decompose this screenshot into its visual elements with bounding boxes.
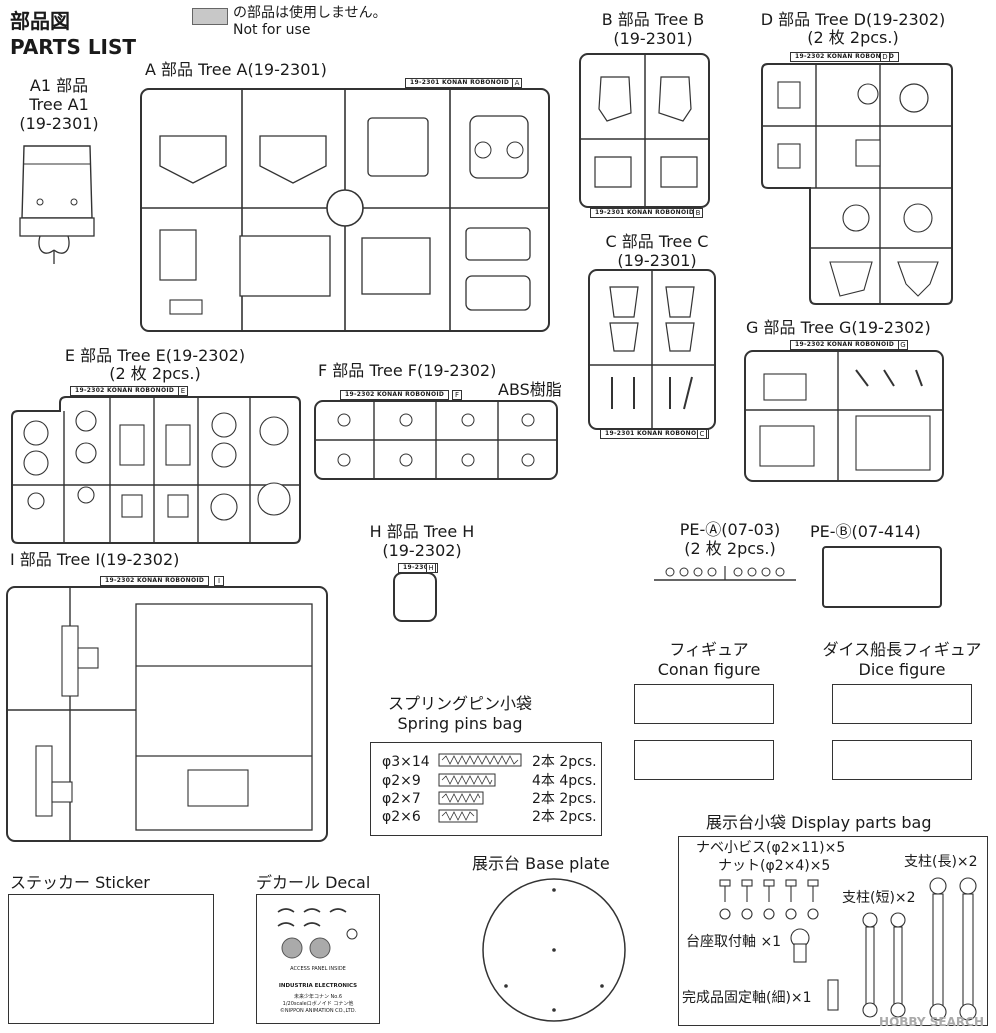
tree-b-label-line1: B 部品 Tree B: [601, 10, 705, 29]
tree-h-label-line1: H 部品 Tree H: [369, 522, 475, 541]
tree-a-label: A 部品 Tree A(19-2301): [145, 60, 327, 79]
tree-a1-label-line2: Tree A1: [29, 95, 89, 114]
tree-b-letter: B: [693, 208, 703, 218]
decal-line2: 1/20scaleロボノイド コナン他: [282, 1001, 354, 1007]
decal-line3: ©NIPPON ANIMATION CO.,LTD.: [279, 1008, 357, 1014]
sticker-label: ステッカー Sticker: [10, 873, 150, 892]
display-bag-screw-label: ナベ小ビス(φ2×11)×5: [696, 840, 846, 856]
tree-c-label-line2: (19-2301): [617, 251, 697, 270]
conan-figure-jp: フィギュア: [669, 640, 749, 659]
legend-jp: の部品は使用しません。: [233, 5, 387, 21]
sticker-box: [8, 894, 214, 1024]
pe-a-label-line1: PE-Ⓐ(07-03): [679, 520, 781, 539]
spring-pins-title-jp: スプリングピン小袋: [387, 694, 532, 713]
tree-e-label-line1: E 部品 Tree E(19-2302): [64, 346, 246, 365]
tree-f-letter: F: [452, 390, 462, 400]
tree-a-letter: A: [512, 78, 522, 88]
tree-h-runner: [393, 572, 437, 622]
tree-h-label-line2: (19-2302): [382, 541, 462, 560]
tree-c-label-line1: C 部品 Tree C: [605, 232, 709, 251]
tree-e-letter: E: [178, 386, 188, 396]
conan-figure-box-1: [634, 684, 774, 724]
tree-d-label-line1: D 部品 Tree D(19-2302): [760, 10, 946, 29]
tree-a-tag: 19-2301 KONAN ROBONOID: [405, 78, 515, 88]
tree-f-sprues: [314, 400, 558, 480]
spring-pin-size-2: φ2×9: [382, 773, 421, 789]
spring-pins-title-en: Spring pins bag: [397, 714, 523, 733]
display-bag-fix-shaft-label: 完成品固定軸(細)×1: [682, 990, 812, 1006]
tree-i-tag: 19-2302 KONAN ROBONOID: [100, 576, 210, 586]
tree-g-label: G 部品 Tree G(19-2302): [746, 318, 931, 337]
tree-d-label-line2: (2 枚 2pcs.): [807, 28, 899, 47]
pe-a-fret: [654, 566, 796, 581]
tree-g-letter: G: [898, 340, 908, 350]
tree-c-letter: C: [697, 429, 707, 439]
display-bag-mount-shaft-label: 台座取付軸 ×1: [686, 934, 782, 950]
spring-pin-size-3: φ2×7: [382, 791, 421, 807]
dice-figure-box-1: [832, 684, 972, 724]
spring-pin-size-4: φ2×6: [382, 809, 421, 825]
tree-a1-label-line3: (19-2301): [19, 114, 99, 133]
conan-figure-en: Conan figure: [657, 660, 761, 679]
tree-a1-label-line1: A1 部品: [29, 76, 89, 95]
dice-figure-en: Dice figure: [858, 660, 946, 679]
tree-f-tag: 19-2302 KONAN ROBONOID: [340, 390, 450, 400]
tree-d-runner: [761, 63, 953, 305]
dice-figure-box-2: [832, 740, 972, 780]
pe-b-label: PE-Ⓑ(07-414): [810, 522, 921, 541]
tree-i-label: I 部品 Tree I(19-2302): [10, 550, 180, 569]
conan-figure-box-2: [634, 740, 774, 780]
spring-pin-qty-1: 2本 2pcs.: [532, 754, 597, 770]
decal-line1: 未来少年コナン No.6: [293, 994, 343, 1000]
tree-b-sprues: [579, 53, 710, 208]
tree-e-label-line2: (2 枚 2pcs.): [109, 364, 201, 383]
decal-brand: INDUSTRIA ELECTRONICS: [278, 983, 358, 989]
tree-i-letter: I: [214, 576, 224, 586]
tree-a1-part: [19, 145, 95, 264]
tree-c-sprues: [588, 269, 716, 430]
pe-b-fret: [822, 546, 942, 608]
base-plate-label: 展示台 Base plate: [472, 854, 610, 873]
tree-e-runner: [11, 396, 301, 544]
tree-c-tag: 19-2301 KONAN ROBONOID: [600, 429, 710, 439]
display-bag-title: 展示台小袋 Display parts bag: [706, 813, 932, 832]
decal-label: デカール Decal: [256, 873, 371, 892]
not-for-use-swatch: [192, 8, 228, 25]
base-plate: [482, 878, 626, 1022]
dice-figure-jp: ダイス船長フィギュア: [822, 640, 982, 659]
tree-f-label-line1: F 部品 Tree F(19-2302): [318, 361, 497, 380]
spring-pin-qty-2: 4本 4pcs.: [532, 773, 597, 789]
decal-artwork: [277, 908, 358, 959]
tree-g-sprues: [744, 350, 944, 482]
tree-f-label-line2: ABS樹脂: [498, 380, 562, 399]
pe-a-label-line2: (2 枚 2pcs.): [684, 539, 776, 558]
tree-a-sprues: [140, 88, 550, 332]
page-title-en: PARTS LIST: [10, 35, 137, 59]
display-bag-long-post-label: 支柱(長)×2: [904, 854, 978, 870]
tree-d-letter: D: [880, 52, 890, 62]
display-bag-short-post-label: 支柱(短)×2: [842, 890, 916, 906]
decal-sheet: [256, 894, 380, 1024]
display-bag-nut-label: ナット(φ2×4)×5: [718, 858, 831, 874]
spring-pin-qty-4: 2本 2pcs.: [532, 809, 597, 825]
spring-pin-drawings: [438, 753, 522, 823]
spring-pin-qty-3: 2本 2pcs.: [532, 791, 597, 807]
watermark: HOBBY SEARCH: [879, 1015, 984, 1029]
tree-d-tag: 19-2302 KONAN ROBONOID: [790, 52, 900, 62]
spring-pin-size-1: φ3×14: [382, 754, 430, 770]
display-bag-parts: [719, 877, 977, 1021]
decal-panel-text: ACCESS PANEL INSIDE: [290, 966, 346, 972]
tree-g-tag: 19-2302 KONAN ROBONOID: [790, 340, 900, 350]
page-title-jp: 部品図: [10, 9, 70, 33]
legend-en: Not for use: [233, 22, 311, 38]
tree-b-tag: 19-2301 KONAN ROBONOID: [590, 208, 700, 218]
tree-i-sprues: [6, 586, 313, 842]
tree-b-label-line2: (19-2301): [613, 29, 693, 48]
